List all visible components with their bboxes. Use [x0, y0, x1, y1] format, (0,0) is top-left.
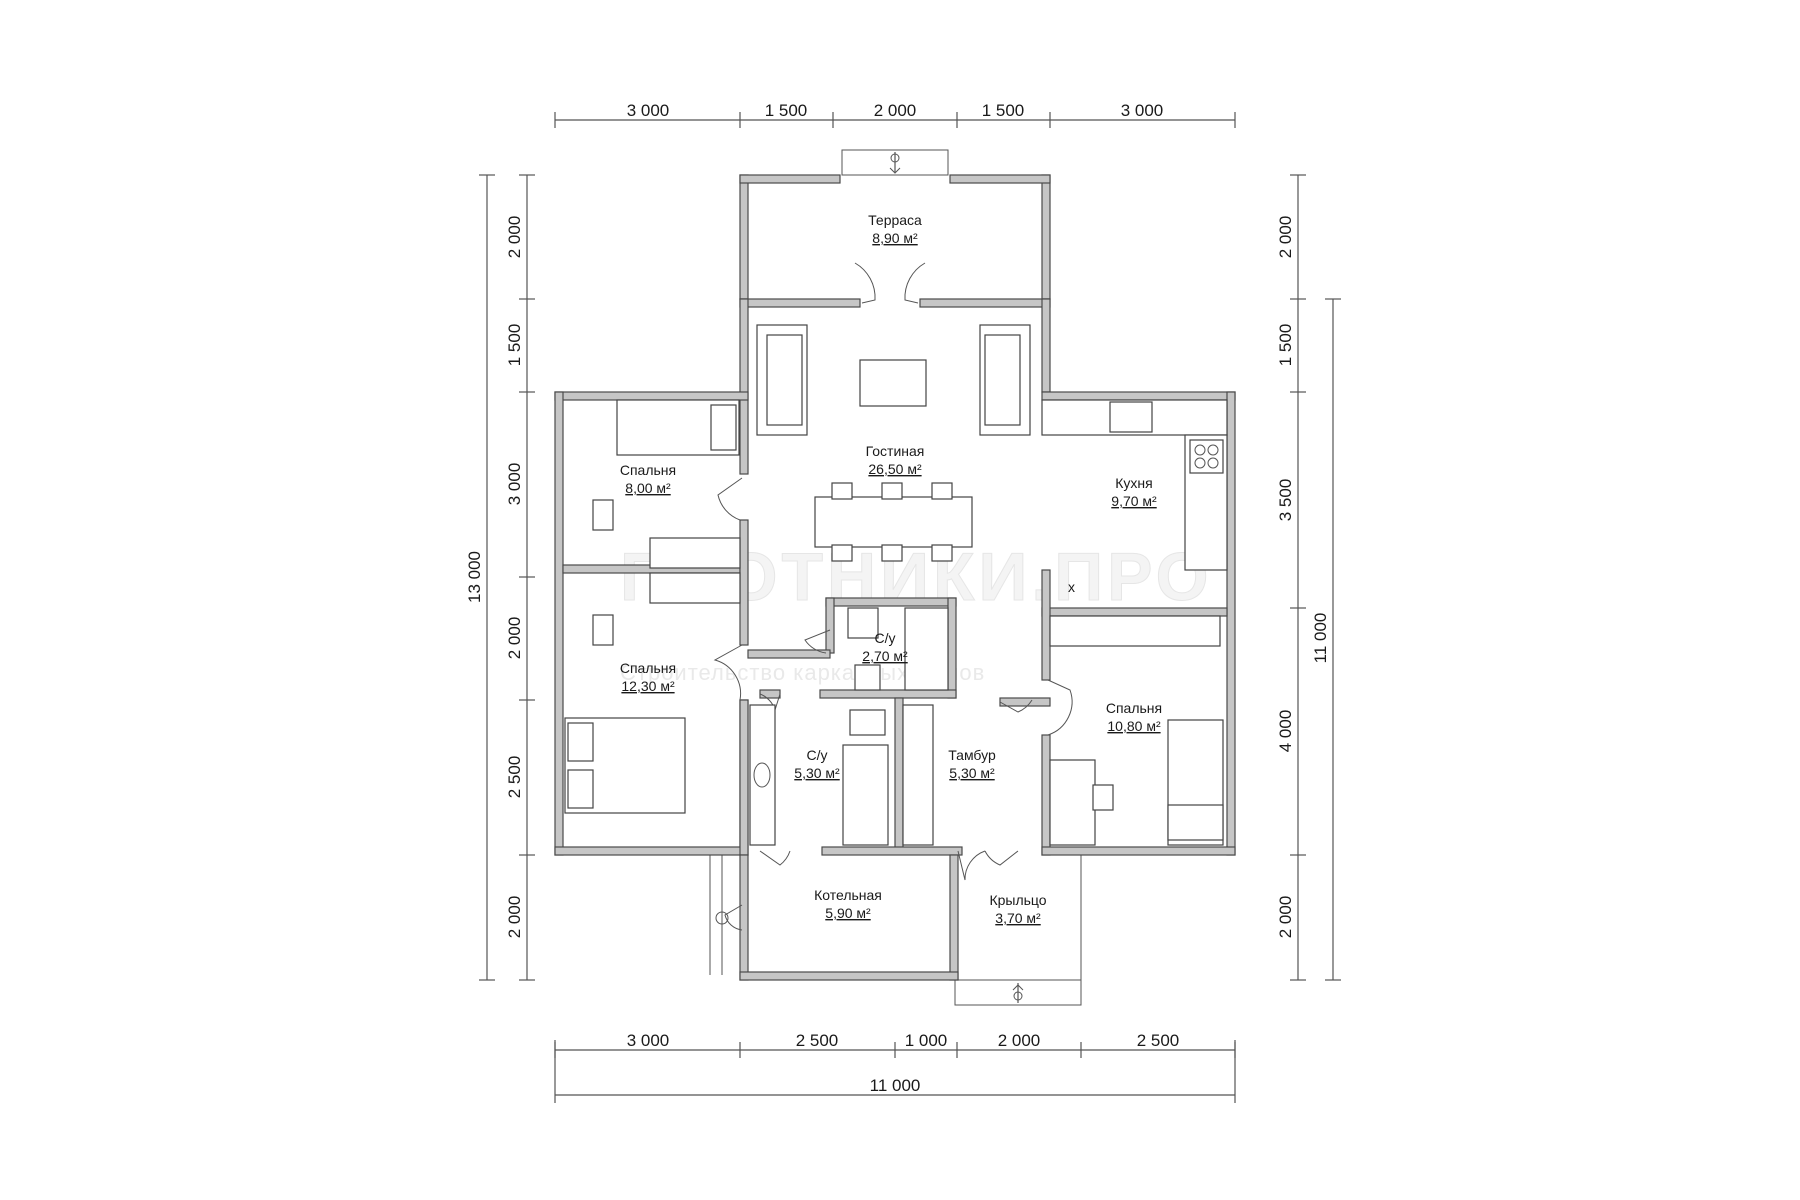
dim-right-1: 2 000: [1276, 216, 1295, 259]
room-name-bedroom-3: Спальня: [1106, 700, 1162, 716]
dim-left-1: 2 000: [505, 216, 524, 259]
room-name-wc-1: С/у: [875, 630, 896, 646]
dim-bottom-total: 11 000: [870, 1076, 921, 1095]
dim-top-1: 3 000: [627, 101, 670, 120]
dim-left-3: 3 000: [505, 463, 524, 506]
dim-top-2: 1 500: [765, 101, 808, 120]
room-name-boiler: Котельная: [814, 887, 882, 903]
dim-left-2: 1 500: [505, 324, 524, 367]
room-area-boiler: 5,90 м²: [825, 905, 871, 921]
dimension-left: 2 000 1 500 3 000 2 000 2 500 2 000 13 0…: [465, 174, 535, 981]
chair-2: [592, 614, 614, 646]
room-name-kitchen: Кухня: [1115, 475, 1152, 491]
kitchen-marker: x: [1068, 579, 1075, 595]
room-name-vestibule: Тамбур: [948, 747, 996, 763]
room-area-porch: 3,70 м²: [995, 910, 1041, 926]
chair: [592, 499, 614, 531]
room-name-living: Гостиная: [866, 443, 925, 459]
room-area-living: 26,50 м²: [868, 461, 922, 477]
dim-left-5: 2 500: [505, 756, 524, 799]
toilet: [854, 664, 881, 691]
room-area-terrace: 8,90 м²: [872, 230, 918, 246]
doors: [713, 262, 1073, 931]
room-area-kitchen: 9,70 м²: [1111, 493, 1157, 509]
room-area-bedroom-1: 8,00 м²: [625, 480, 671, 496]
dim-right-4: 4 000: [1276, 710, 1295, 753]
dimension-bottom: 3 000 2 500 1 000 2 000 2 500 11 000: [554, 1031, 1236, 1103]
dim-top-5: 3 000: [1121, 101, 1164, 120]
desk: [1049, 759, 1096, 846]
boiler-room-ramp: [709, 855, 729, 975]
dim-left-6: 2 000: [505, 896, 524, 939]
dim-bottom-1: 3 000: [627, 1031, 670, 1050]
dim-top-4: 1 500: [982, 101, 1025, 120]
dim-bottom-5: 2 500: [1137, 1031, 1180, 1050]
room-name-bedroom-2: Спальня: [620, 660, 676, 676]
room-name-terrace: Терраса: [868, 212, 922, 228]
dimension-top: 3 000 1 500 2 000 1 500 3 000: [554, 101, 1236, 128]
room-area-vestibule: 5,30 м²: [949, 765, 995, 781]
dimension-right: 2 000 1 500 3 500 4 000 2 000 11 000: [1276, 174, 1341, 981]
dim-bottom-2: 2 500: [796, 1031, 839, 1050]
bathtub: [842, 744, 889, 846]
dim-right-3: 3 500: [1276, 479, 1295, 522]
room-name-bedroom-1: Спальня: [620, 462, 676, 478]
dim-right-2: 1 500: [1276, 324, 1295, 367]
terrace-steps: [841, 149, 949, 176]
room-area-wc-2: 5,30 м²: [794, 765, 840, 781]
toilet-2: [849, 709, 886, 736]
stove: [1189, 439, 1224, 474]
dim-left-4: 2 000: [505, 617, 524, 660]
wardrobe-2: [649, 572, 741, 604]
room-labels: Терраса 8,90 м² Гостиная 26,50 м² Спальн…: [620, 212, 1162, 926]
shower: [904, 607, 949, 691]
wardrobe: [649, 537, 741, 569]
room-name-porch: Крыльцо: [989, 892, 1046, 908]
wardrobe-4: [902, 704, 934, 846]
dim-left-total: 13 000: [465, 551, 484, 603]
room-name-wc-2: С/у: [807, 747, 828, 763]
sink: [1109, 401, 1153, 433]
wardrobe-3: [1049, 615, 1221, 647]
room-area-wc-1: 2,70 м²: [862, 648, 908, 664]
furniture: x: [564, 324, 1228, 846]
coffee-table: [859, 359, 927, 407]
dim-right-total: 11 000: [1311, 613, 1330, 664]
room-area-bedroom-3: 10,80 м²: [1107, 718, 1161, 734]
dining-table: [814, 496, 973, 548]
dim-right-5: 2 000: [1276, 896, 1295, 939]
dim-bottom-4: 2 000: [998, 1031, 1041, 1050]
porch-steps: [954, 979, 1082, 1006]
dim-bottom-3: 1 000: [905, 1031, 948, 1050]
washbasin: [847, 607, 879, 639]
room-area-bedroom-2: 12,30 м²: [621, 678, 675, 694]
dim-top-3: 2 000: [874, 101, 917, 120]
